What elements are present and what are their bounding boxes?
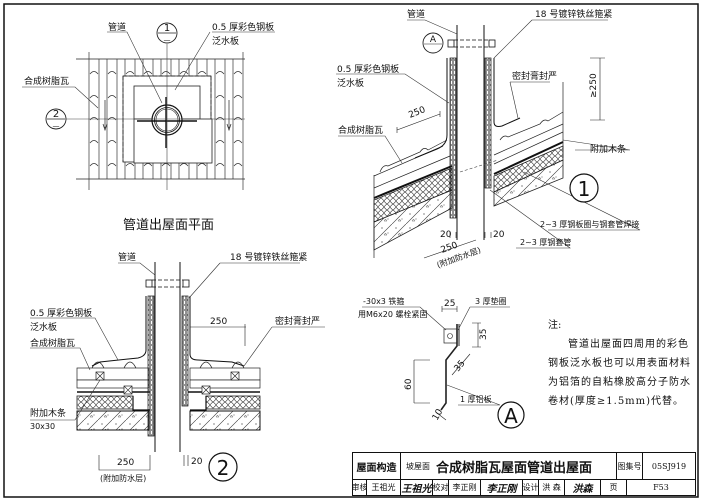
note-heading: 注: [548,320,562,331]
tb-review-label: 审核 [353,479,367,495]
s1-dim-250-slope: 250 [407,105,427,121]
s1-dim-gap-right: 20 [493,230,505,240]
sleeve-left [449,57,457,219]
s2-label-flashing-2: 泛水板 [30,321,57,333]
s2-label-wood-size: 30x30 [30,422,55,431]
a-dim-35-h: 35 [479,329,489,340]
s2-dim-extra-note: (附加防水层) [100,473,146,483]
section-mark-2: 2 — [45,108,67,130]
s1-label-flashing-2: 泛水板 [337,77,364,89]
tb-design-label: 设计 [523,479,539,495]
svg-text:—: — [53,122,60,130]
s1-label-flashing-1: 0.5 厚彩色钢板 [337,63,399,75]
s1-label-resin-tile: 合成树脂瓦 [338,124,383,136]
s2-dim-250-height: 250 [210,317,227,327]
tb-page-label: 页 [601,479,627,495]
svg-text:1: 1 [578,177,591,201]
plan-label-pipe: 管道 [108,21,126,33]
s2-dim-250-extra: 250 [117,458,134,468]
s2-label-wire-tie: 18 号镀锌铁丝箍紧 [230,251,307,263]
s2-dim-gap: 20 [191,457,203,467]
tb-page-no: F53 [653,482,669,492]
section-2: 管道 18 号镀锌铁丝箍紧 0.5 厚彩色钢板 泛水板 合成树脂瓦 密封膏封严 … [30,251,325,483]
a-label-washer: 3 厚垫圈 [475,296,507,306]
a-label-iron-band-2: 用M6x20 螺栓紧固 [358,309,427,319]
s2-insulation-right [205,395,261,410]
tile-arcs [89,71,243,167]
s2-label-flashing-1: 0.5 厚彩色钢板 [30,307,92,319]
s1-label-pipe: 管道 [407,8,425,20]
tb-checker: 李正刚 [449,479,481,495]
section-mark-2-id: 2 [53,109,59,120]
s1-label-steel-sleeve: 2~3 厚钢套管 [520,237,571,247]
s1-dim-ge250: ≥250 [589,73,599,98]
s1-label-wire-tie: 18 号镀锌铁丝箍紧 [535,8,612,20]
a-dim-60: 60 [404,378,414,390]
plan-label-resin-tile: 合成树脂瓦 [24,75,69,87]
section-mark-1: 1 — [156,22,178,44]
tb-checker-signature: 李正刚 [481,479,523,495]
plan-label-flashing-1: 0.5 厚彩色钢板 [212,21,274,33]
s1-dim-gap-left: 20 [440,230,452,240]
tb-title-cell: 坡屋面 合成树脂瓦屋面管道出屋面 [401,453,617,479]
sheet-border [3,3,699,498]
section-2-mark: 2 [208,452,238,482]
s1-label-wood-strip: 附加木条 [590,143,626,155]
aluminum-profile [440,324,458,411]
s2-label-wood-strip: 附加木条 [30,407,66,419]
section-1: A 管道 18 号镀锌铁丝箍紧 0.5 厚彩色钢板 泛水板 密封膏封严 合成树脂… [336,8,641,270]
section-1-mark: 1 [569,173,599,203]
tb-subcategory: 坡屋面 [406,461,430,471]
svg-text:A: A [504,404,518,428]
plan-label-flashing-2: 泛水板 [212,35,239,47]
svg-text:2: 2 [217,456,230,480]
detail-a: -30x3 铁箍 用M6x20 螺栓紧固 3 厚垫圈 1 厚铝板 25 35 3… [358,296,525,429]
a-label-aluminum: 1 厚铝板 [460,394,492,404]
s2-label-resin-tile: 合成树脂瓦 [30,337,75,349]
tb-reviewer: 王祖光 [367,479,401,495]
detail-a-mark: A [497,401,525,429]
s1-label-steel-ring: 2~3 厚钢板圈与钢套管焊接 [540,219,639,229]
drawing-note: 注: 管道出屋面四周用的彩色钢板泛水板也可以用表面材料为铝箔的自粘橡胶高分子防水… [548,316,696,411]
plan-view-title: 管道出屋面平面 [123,218,214,233]
a-label-iron-band-1: -30x3 铁箍 [363,296,404,306]
tb-category: 屋面构造 [353,453,401,479]
tb-designer-signature: 洪森 [565,479,601,495]
tb-check-label: 校对 [433,479,449,495]
tb-title: 合成树脂瓦屋面管道出屋面 [436,460,593,476]
svg-text:A: A [430,35,437,45]
tb-designer: 洪 森 [539,479,565,495]
detail-ref-a: A [422,32,444,54]
note-text: 管道出屋面四周用的彩色钢板泛水板也可以用表面材料为铝箔的自粘橡胶高分子防水卷材(… [548,339,691,407]
s2-label-sealant: 密封膏封严 [275,315,320,327]
tb-reviewer-signature: 王祖光 [401,479,433,495]
s2-concrete-left [76,410,150,431]
a-dim-25: 25 [444,299,455,309]
concrete-right [493,159,564,207]
sleeve-right [484,57,492,189]
title-block: 屋面构造 坡屋面 合成树脂瓦屋面管道出屋面 图集号 05SJ919 审核 王祖光… [352,452,696,496]
s2-insulation-left [76,395,134,410]
s2-label-pipe: 管道 [118,251,136,263]
s1-label-sealant: 密封膏封严 [512,70,557,82]
svg-text:—: — [164,36,171,44]
tb-atlas-label: 图集号 [617,453,643,479]
tb-atlas-no: 05SJ919 [651,461,687,471]
section-mark-1-id: 1 [164,23,170,34]
a-dim-10: 10 [431,407,446,422]
plan-view: 1 — 2 — 管道 0.5 厚彩色钢板 泛水板 合成树脂瓦 管道出屋面平面 [22,21,275,233]
s2-concrete-right [189,410,261,431]
